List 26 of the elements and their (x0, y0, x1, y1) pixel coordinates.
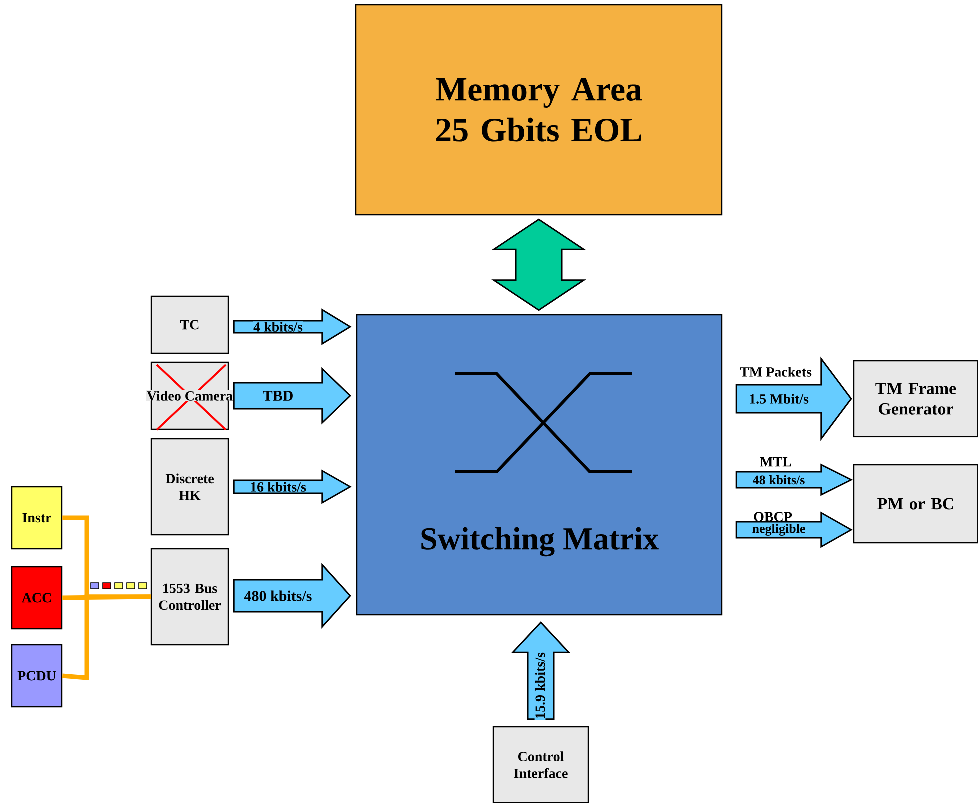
flow-name: TM Packets (740, 367, 812, 377)
unit-box: 1553 Bus Controller (150, 548, 230, 646)
bus-line (62, 594, 151, 680)
unit-box: PM or BC (853, 464, 978, 544)
edge-label: 4 kbits/s (253, 322, 304, 332)
block-arrow (233, 367, 352, 425)
edge-label: 15.9 kbits/s (534, 652, 546, 720)
unit-box: Control Interface (492, 726, 590, 803)
edge-label: negligible (752, 524, 806, 536)
unit-box: Video Camera (146, 362, 234, 431)
edge-label: 1.5 Mbit/s (748, 394, 810, 404)
unit-box: TC (150, 296, 230, 354)
edge-label: TBD (262, 390, 294, 402)
unit-box: Instr (11, 486, 63, 550)
edge-label: 480 kbits/s (244, 590, 313, 602)
flow-name: OBCP (754, 512, 792, 522)
matrix-box: Switching Matrix (356, 314, 723, 616)
unit-box: TM Frame Generator (853, 360, 978, 438)
unit-box: PCDU (11, 644, 63, 708)
memory-box: Memory Area 25 Gbits EOL (355, 4, 723, 216)
edge-label: 16 kbits/s (250, 482, 307, 492)
unit-box: ACC (11, 566, 63, 630)
unit-box: Discrete HK (150, 438, 230, 536)
flow-name: MTL (760, 457, 792, 467)
bus-line (62, 594, 151, 600)
block-arrow (492, 218, 586, 312)
